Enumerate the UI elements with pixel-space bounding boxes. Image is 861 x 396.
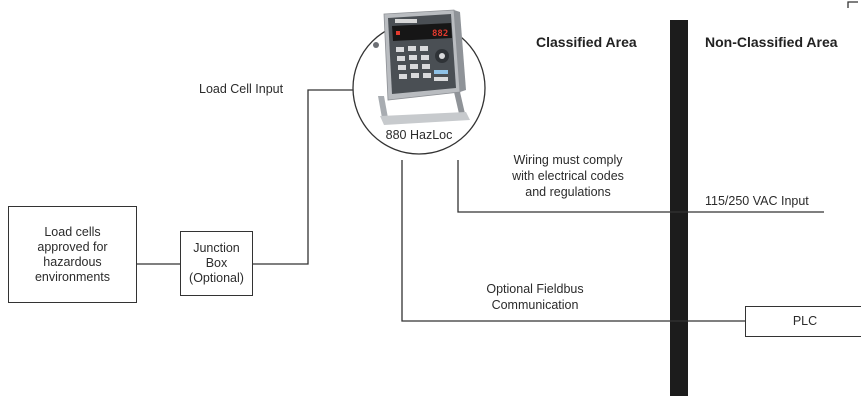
- fieldbus-label: Optional Fieldbus Communication: [486, 282, 584, 312]
- display-reading: 882: [432, 29, 448, 39]
- wiring-note-label: Wiring must comply with electrical codes…: [512, 153, 624, 199]
- junction-box-label: Junction Box (Optional): [189, 241, 244, 285]
- corner-mark: [847, 1, 858, 8]
- plc-box: PLC: [745, 306, 861, 337]
- classified-area-label: Classified Area: [536, 34, 637, 50]
- power-input-label: 115/250 VAC Input: [705, 194, 809, 208]
- area-barrier: [670, 20, 688, 396]
- power-input-line: [457, 160, 824, 213]
- plc-label: PLC: [792, 314, 818, 328]
- load-cells-label: Load cells approved for hazardous enviro…: [34, 224, 111, 284]
- device-name: 880 HazLoc: [385, 128, 453, 142]
- junction-box: Junction Box (Optional): [180, 231, 253, 296]
- fieldbus-line: [401, 160, 745, 322]
- indicator-illustration: 882: [373, 9, 470, 125]
- load-cell-input-line: [253, 89, 356, 265]
- load-cells-box: Load cells approved for hazardous enviro…: [8, 206, 137, 303]
- non-classified-area-label: Non-Classified Area: [705, 34, 838, 50]
- load-cell-input-label: Load Cell Input: [199, 82, 284, 96]
